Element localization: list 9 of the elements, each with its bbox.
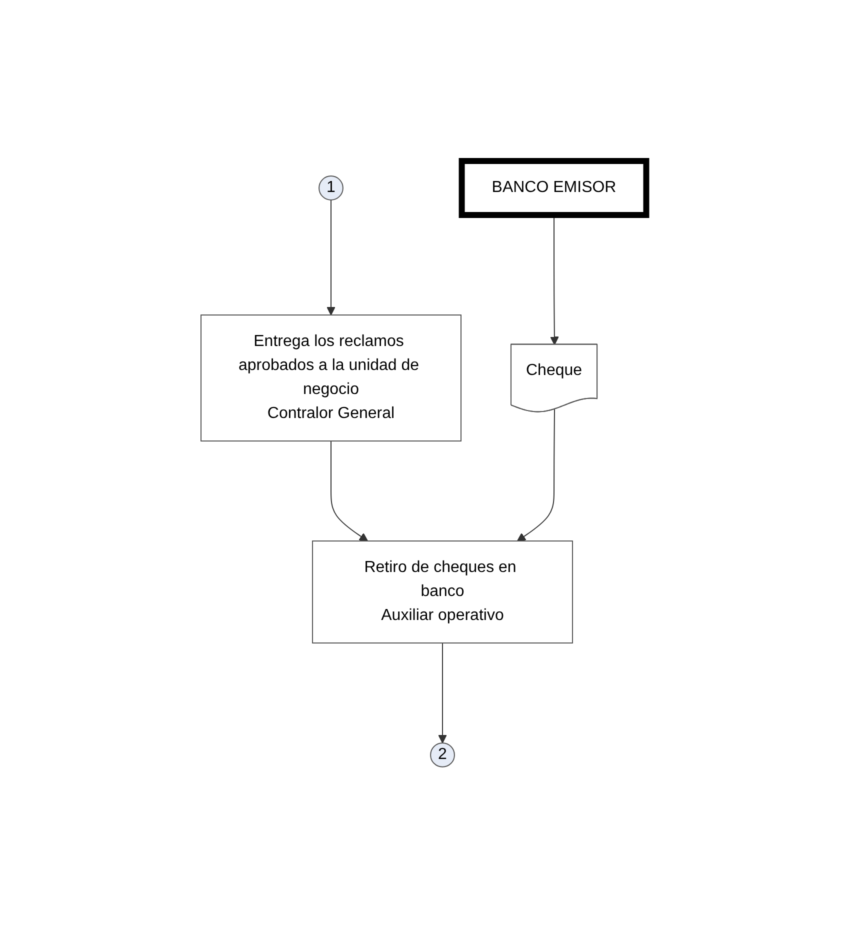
arrow [438,642,448,743]
node-box: BANCO EMISOR [459,158,650,218]
node-circle: 1 [318,175,344,200]
arrow [330,440,368,541]
arrow [517,408,556,541]
node-box: Retiro de cheques en banco Auxiliar operativo [312,540,574,644]
arrow [326,198,336,315]
node-box: Entrega los reclamos aprobados a la unidad de negocio Contralor General [200,314,462,442]
node-circle: 2 [430,742,456,767]
